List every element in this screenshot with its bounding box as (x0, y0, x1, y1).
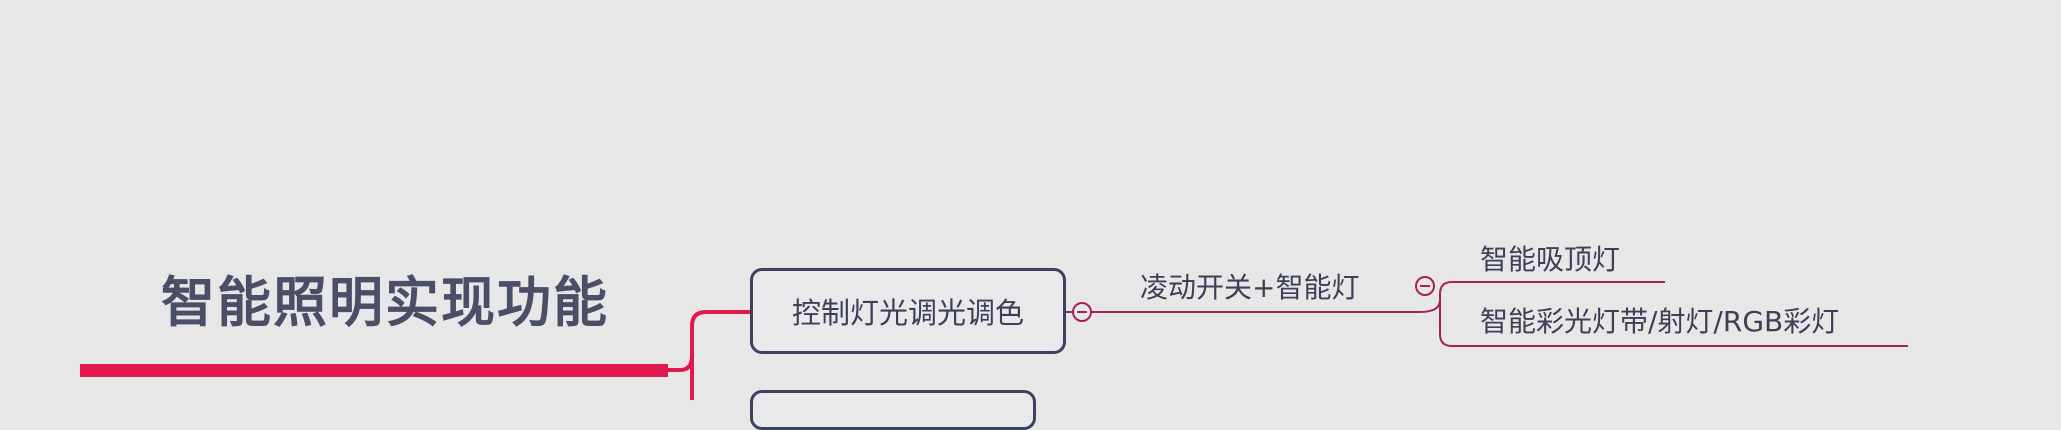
branch-node-label: 控制灯光调光调色 (791, 296, 1024, 330)
branch-node-second[interactable] (750, 390, 1036, 430)
root-underline (80, 364, 668, 377)
level3-node-color-strip[interactable]: 智能彩光灯带/射灯/RGB彩灯 (1480, 300, 1839, 340)
trunk-connector (668, 310, 750, 372)
level2-node-switch-smart-light[interactable]: 凌动开关+智能灯 (1140, 266, 1359, 306)
level2-node-label: 凌动开关+智能灯 (1140, 271, 1360, 304)
connector-l2-l3b (1439, 300, 1908, 347)
root-title: 智能照明实现功能 (161, 271, 609, 334)
connector-l2-l3 (1419, 281, 1665, 313)
mindmap-connectors (80, 276, 1908, 400)
branch-node-control-light[interactable]: 控制灯光调光调色 (750, 268, 1066, 354)
level3-node-ceiling-light[interactable]: 智能吸顶灯 (1480, 238, 1620, 278)
level3-node-label: 智能彩光灯带/射灯/RGB彩灯 (1480, 305, 1840, 338)
mindmap-canvas: 智能照明实现功能 控制灯光调光调色 凌动开关+智能灯 智能吸顶灯 智能彩光灯带/… (80, 238, 1908, 430)
level3-node-label: 智能吸顶灯 (1480, 243, 1621, 276)
